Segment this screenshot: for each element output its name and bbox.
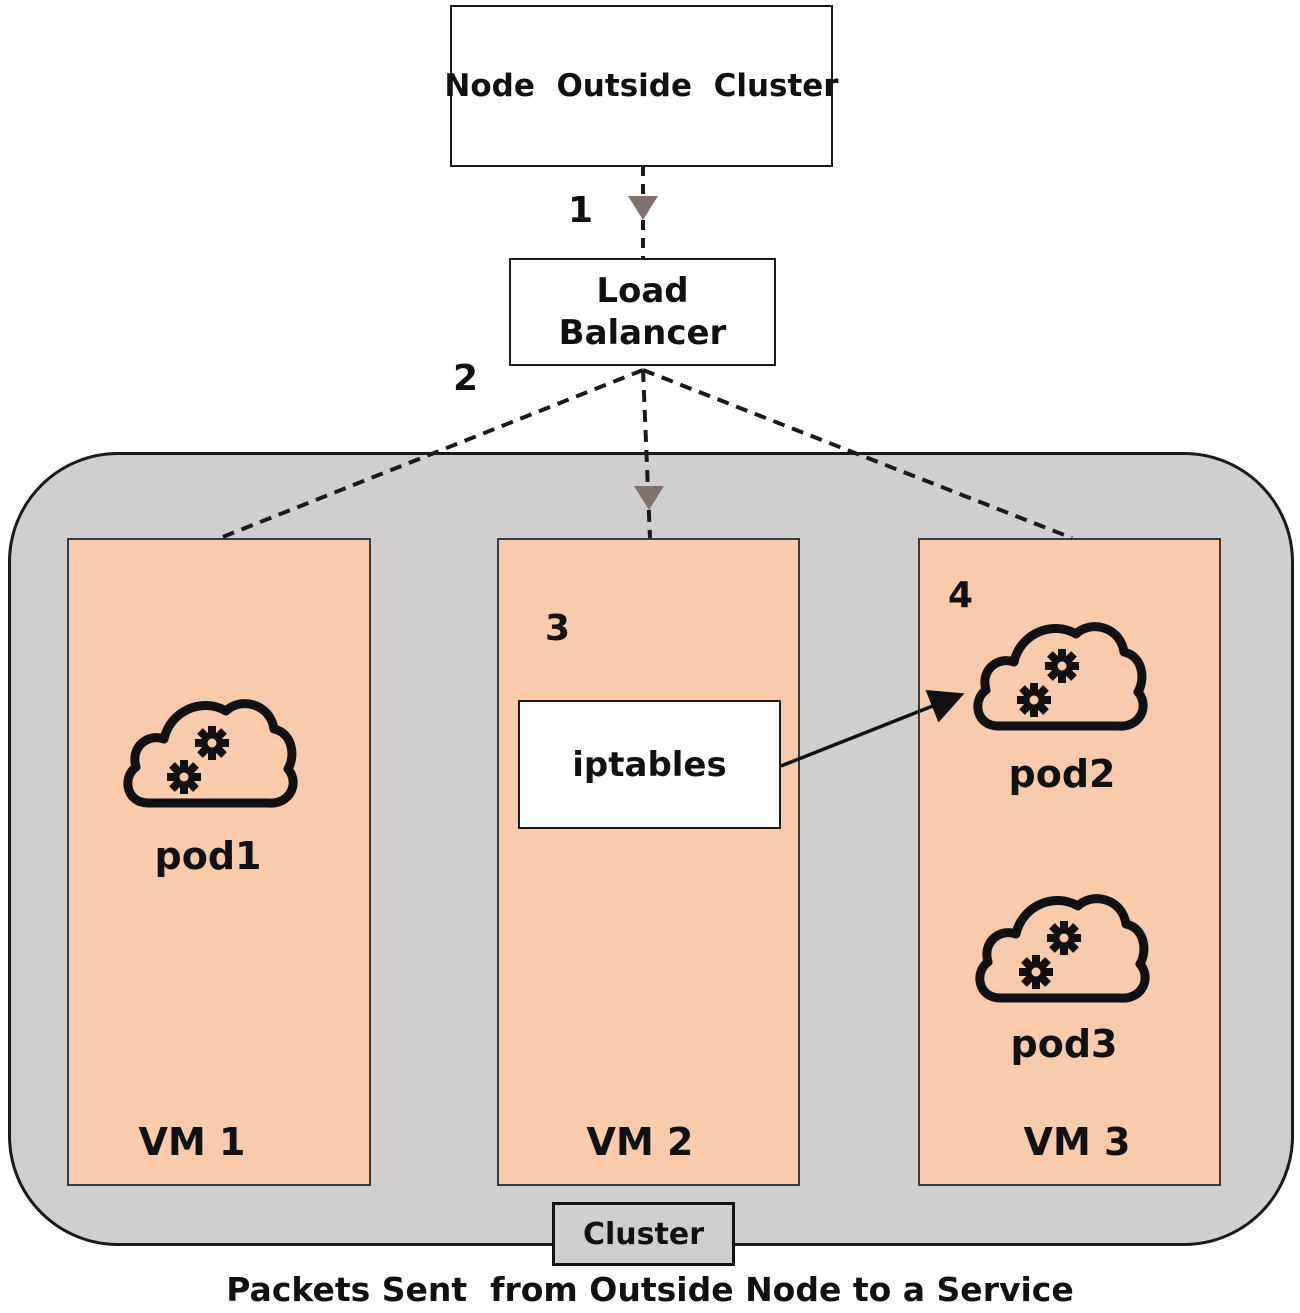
iptables-box: iptables (518, 700, 781, 829)
step-1-label: 1 (568, 190, 594, 231)
pod3-cloud-gears-icon (970, 880, 1150, 1010)
iptables-label: iptables (572, 744, 727, 785)
vm2-box (497, 538, 800, 1186)
load-balancer-label-line2: Balancer (558, 313, 727, 353)
cluster-label-box: Cluster (552, 1202, 735, 1266)
pod2-cloud-gears-icon (968, 608, 1148, 738)
vm1-box (67, 538, 371, 1186)
pod1-cloud-gears-icon (118, 685, 298, 815)
load-balancer-box: Load Balancer (509, 258, 776, 366)
vm3-box (918, 538, 1221, 1186)
step-3-label: 3 (545, 608, 571, 649)
cluster-label: Cluster (583, 1216, 704, 1252)
step-4-label: 4 (948, 575, 974, 616)
edge-node-to-lb-arrowhead (628, 196, 658, 220)
outside-node-box: Node Outside Cluster (444, 5, 839, 167)
outside-node-label: Node Outside Cluster (444, 68, 839, 104)
pod1-label: pod1 (154, 834, 262, 878)
vm1-label: VM 1 (138, 1120, 246, 1164)
diagram-caption: Packets Sent from Outside Node to a Serv… (226, 1270, 1074, 1309)
pod2-label: pod2 (1008, 752, 1116, 796)
vm3-label: VM 3 (1023, 1120, 1131, 1164)
load-balancer-label-line1: Load (596, 270, 689, 311)
pod3-label: pod3 (1010, 1022, 1118, 1066)
step-2-label: 2 (453, 358, 479, 399)
vm2-label: VM 2 (586, 1120, 694, 1164)
